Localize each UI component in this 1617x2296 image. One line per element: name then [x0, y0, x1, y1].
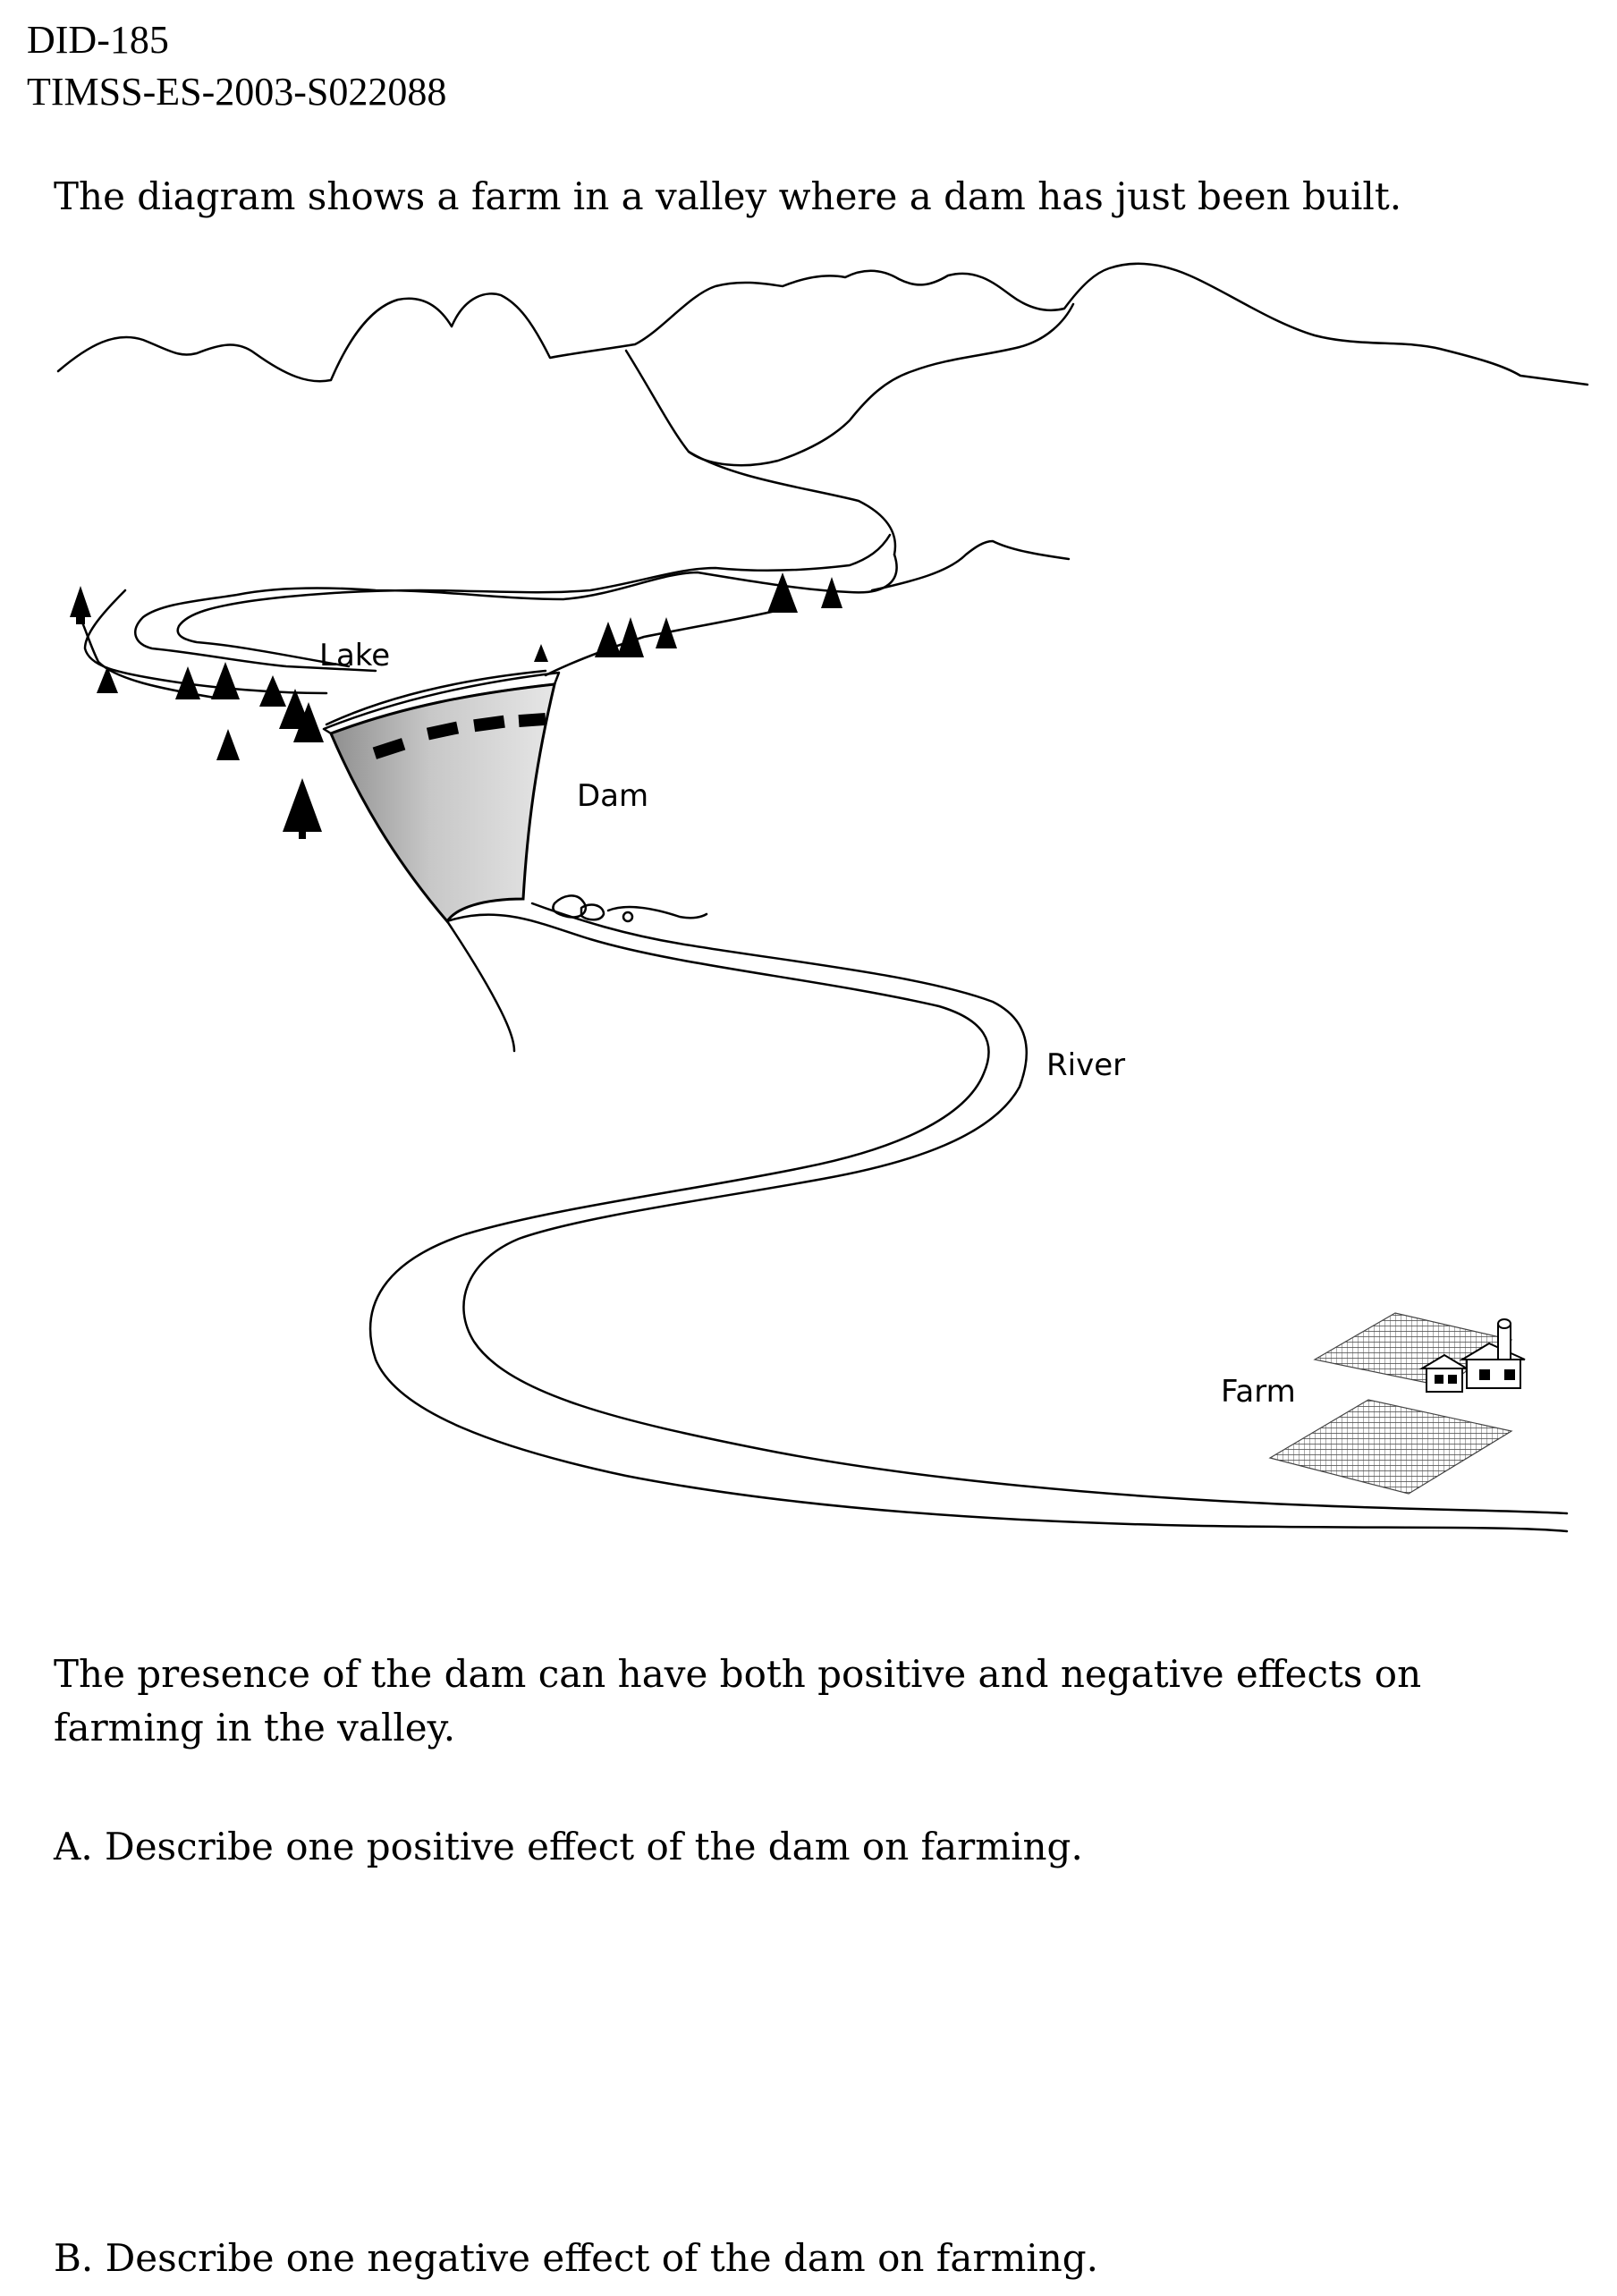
dam-base-left [445, 919, 516, 1053]
question-part-b: B. Describe one negative effect of the d… [54, 2236, 1099, 2280]
item-code: TIMSS-ES-2003-S022088 [27, 70, 447, 114]
tree [617, 617, 644, 657]
shore-right [544, 606, 789, 677]
question-part-a: A. Describe one positive effect of the d… [54, 1825, 1083, 1868]
field-lower [1268, 1399, 1513, 1495]
outflow [606, 905, 708, 919]
dam [322, 669, 561, 1053]
question-intro: The diagram shows a farm in a valley whe… [54, 174, 1402, 218]
tree [595, 622, 622, 657]
valley-slope-left [624, 302, 1075, 467]
tree [767, 572, 798, 613]
farm-label: Farm [1221, 1374, 1296, 1410]
document-id: DID-185 [27, 18, 169, 62]
mountain-ridge-front [56, 262, 1589, 386]
river-bank-left [368, 913, 1569, 1533]
tree [534, 644, 548, 662]
lake-label: Lake [319, 638, 390, 674]
tree [259, 675, 286, 707]
lake-shore-near [83, 589, 328, 695]
question-context: The presence of the dam can have both po… [54, 1652, 1422, 1750]
river [368, 902, 1569, 1533]
rock [622, 911, 634, 923]
rock [580, 903, 605, 921]
tree [216, 729, 240, 760]
dam-label: Dam [577, 778, 648, 814]
lake-shore-inner [176, 533, 892, 668]
river-label: River [1046, 1047, 1125, 1083]
tree [175, 666, 200, 699]
dam-windows [372, 712, 546, 759]
valley-slope-right [687, 450, 897, 556]
mountains [56, 262, 1589, 592]
lakeside-slope [74, 606, 216, 699]
farm [1268, 1312, 1526, 1495]
lake [74, 533, 898, 699]
hill-right [870, 539, 1071, 592]
tree [656, 617, 677, 648]
tree [293, 702, 324, 742]
tree [283, 778, 322, 839]
tree [70, 586, 91, 624]
dam-crest-top [325, 669, 547, 726]
tree [97, 666, 118, 693]
valley-dam-diagram: Lake Dam River Farm [56, 262, 1589, 1533]
dam-crest [322, 671, 561, 735]
tree [821, 577, 842, 608]
tree [211, 662, 240, 699]
farm-buildings [1418, 1318, 1526, 1393]
river-bank-right [462, 902, 1569, 1515]
trees [70, 572, 842, 839]
